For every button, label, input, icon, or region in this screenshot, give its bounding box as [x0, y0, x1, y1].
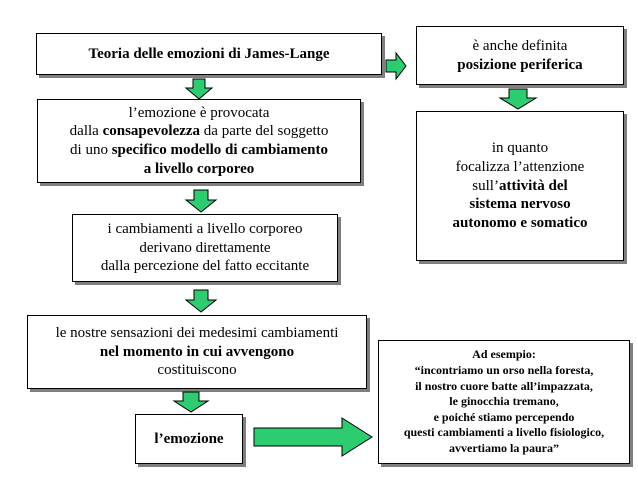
focus-line-2: focalizza l’attenzione [455, 158, 585, 175]
arrow-down-to-emotion [172, 391, 210, 413]
focus-line-1: in quanto [491, 140, 549, 157]
definition-box: è anche definita posizione periferica [416, 26, 624, 85]
arrow-down-to-focus [498, 88, 538, 110]
emotion-text: l’emozione [154, 430, 224, 447]
example-box: Ad esempio: “incontriamo un orso nella f… [378, 340, 630, 464]
provocation-line-1: l’emozione è provocata [128, 104, 270, 121]
arrow-right-to-definition [385, 51, 407, 81]
changes-line-2: derivano direttamente [139, 239, 271, 256]
focus-line-3: sull’attività del [472, 177, 568, 194]
example-line-2: “incontriamo un orso nella foresta, [414, 363, 594, 378]
example-line-6: questi cambiamenti a livello fisiologico… [403, 425, 605, 440]
provocation-line-3: di uno specifico modello di cambiamento [70, 142, 328, 158]
example-line-1: Ad esempio: [472, 347, 536, 362]
title-box: Teoria delle emozioni di James-Lange [36, 33, 382, 75]
provocation-line-2: dalla consapevolezza da parte del sogget… [69, 123, 329, 140]
emotion-box: l’emozione [135, 414, 243, 464]
provocation-line-4: a livello corporeo [143, 160, 255, 177]
focus-line-4: sistema nervoso [469, 196, 571, 213]
example-line-7: avvertiamo la paura” [449, 440, 559, 455]
changes-line-3: dalla percezione del fatto eccitante [100, 258, 310, 275]
definition-line-1: è anche definita [472, 37, 568, 54]
focus-line-5: autonomo e somatico [452, 215, 588, 232]
sensations-line-2: nel momento in cui avvengono [99, 343, 295, 360]
arrow-down-to-provocation [184, 78, 214, 100]
example-line-5: e poiché stiamo percependo [433, 409, 575, 424]
changes-box: i cambiamenti a livello corporeo derivan… [72, 214, 338, 282]
arrow-down-to-sensations [184, 289, 218, 313]
focus-box: in quanto focalizza l’attenzione sull’at… [416, 111, 624, 261]
arrow-down-to-changes [184, 189, 218, 213]
sensations-line-1: le nostre sensazioni dei medesimi cambia… [55, 324, 339, 341]
changes-line-1: i cambiamenti a livello corporeo [107, 220, 303, 237]
title-text: Teoria delle emozioni di James-Lange [88, 45, 330, 62]
provocation-box: l’emozione è provocata dalla consapevole… [37, 99, 361, 183]
arrow-right-to-example [253, 417, 373, 457]
sensations-box: le nostre sensazioni dei medesimi cambia… [27, 315, 367, 389]
definition-line-2: posizione periferica [457, 56, 583, 73]
example-line-4: le ginocchia tremano, [449, 394, 559, 409]
example-line-3: il nostro cuore batte all’impazzata, [415, 378, 593, 393]
sensations-line-3: costituiscono [157, 362, 237, 379]
